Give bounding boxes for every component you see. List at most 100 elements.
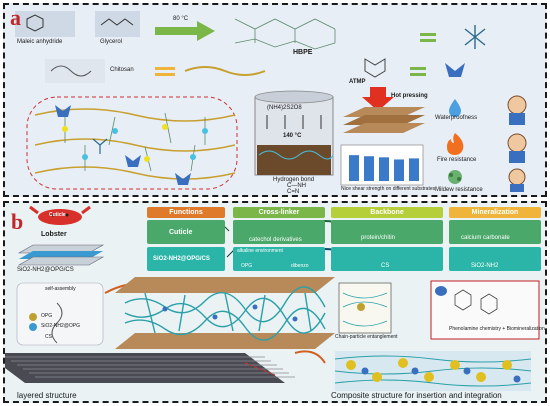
temp1-label: 80 °C bbox=[173, 16, 189, 22]
entanglement-particles bbox=[162, 304, 298, 322]
chain-particle-zoom bbox=[338, 282, 392, 334]
r2-alkaline-text: alkaline environment bbox=[237, 248, 283, 254]
hbpe-star-icon bbox=[464, 25, 486, 49]
chain-particle-fibers bbox=[342, 292, 388, 327]
network-atmp-icon-3 bbox=[175, 173, 191, 185]
shear-bar bbox=[379, 157, 389, 181]
network-nodes bbox=[62, 124, 208, 162]
phenolamine-zoom bbox=[430, 280, 540, 340]
equals2-bottom bbox=[155, 73, 175, 76]
imine-label: C=N bbox=[287, 189, 300, 195]
header-crosslinker: Cross-linker bbox=[233, 207, 325, 218]
r2-function-text: SiO2-NH2@OPG/CS bbox=[153, 256, 210, 262]
ammonium-label: (NH4)2S2O8 bbox=[267, 105, 302, 111]
phenolamine-ion bbox=[435, 286, 447, 296]
header-functions: Functions bbox=[147, 207, 225, 218]
chain-particle-dot bbox=[357, 303, 365, 311]
shear-bars bbox=[349, 155, 419, 181]
equals2-top bbox=[155, 67, 175, 70]
equals-bottom bbox=[420, 39, 436, 42]
cell-r1-backbone bbox=[331, 220, 443, 244]
panel-a-graphics bbox=[15, 11, 527, 192]
r2-mineral-text: SiO2-NH2 bbox=[471, 263, 499, 269]
amide-label: C—NH bbox=[287, 183, 306, 189]
wood-plate-middle bbox=[343, 115, 425, 125]
cell-r1-mineral bbox=[449, 220, 541, 244]
glycerol-chain bbox=[100, 18, 134, 26]
atmp-label: ATMP bbox=[349, 79, 366, 85]
composite-caption: Composite structure for insertion and in… bbox=[331, 391, 502, 400]
composite-label: SiO2-NH2@OPG/CS bbox=[17, 267, 74, 273]
header-backbone: Backbone bbox=[331, 207, 443, 218]
entanglement-fibers bbox=[124, 286, 326, 341]
header-mineralization: Mineralization bbox=[449, 207, 541, 218]
assembly-arrow bbox=[51, 302, 63, 344]
atmp-molecule bbox=[364, 58, 386, 78]
composite-spheres bbox=[334, 351, 532, 391]
cell-r2-backbone bbox=[331, 247, 443, 271]
mildew-label: Mildew resistance bbox=[435, 187, 483, 193]
beaker-content bbox=[257, 145, 331, 175]
phenolamine-label: Phenolamine chemistry + Biomineralizatio… bbox=[449, 326, 545, 332]
r1-crosslinker-text: catechol derivatives bbox=[249, 237, 302, 243]
wood-plate-bottom bbox=[343, 123, 425, 133]
phenolamine-structure bbox=[454, 289, 498, 315]
cs-label: CS bbox=[45, 334, 52, 340]
equals3-top bbox=[410, 67, 426, 70]
panel-b-label: b bbox=[11, 209, 24, 234]
wood-layer-top bbox=[115, 277, 335, 293]
r2-crosslinker-text: OPG bbox=[241, 263, 253, 269]
wood-plate-top bbox=[343, 107, 425, 117]
lobster-cuticle-label: Cuticle bbox=[49, 212, 66, 218]
r2-backbone-text: CS bbox=[381, 263, 390, 269]
opg-label: OPG bbox=[41, 313, 53, 319]
chitosan-label: Chitosan bbox=[110, 67, 134, 73]
chitosan-strand bbox=[184, 66, 266, 76]
layered-caption: layered structure bbox=[17, 391, 77, 400]
chain-particle-label: Chain-particle entanglement bbox=[335, 334, 398, 340]
glycerol-label: Glycerol bbox=[100, 39, 123, 45]
panel-a-label: a bbox=[10, 5, 21, 30]
r1-function-text: Cuticle bbox=[169, 229, 193, 236]
network-outline bbox=[26, 96, 238, 190]
r1-mineral-text: calcium carbonate bbox=[461, 235, 510, 241]
hot-press-arrow bbox=[362, 87, 394, 111]
mildew-icon bbox=[448, 170, 462, 184]
equals3-bottom bbox=[410, 73, 426, 76]
r1-backbone-text: protein/chitin bbox=[361, 235, 396, 241]
reaction-arrow bbox=[155, 21, 215, 41]
fire-icon bbox=[447, 133, 464, 155]
r2-dibenzo-text: dibenzo bbox=[291, 263, 309, 269]
cell-r1-crosslinker bbox=[233, 220, 325, 244]
network-hbpe-icon bbox=[92, 138, 108, 154]
hbpe-network bbox=[234, 18, 336, 50]
shear-bar bbox=[409, 158, 419, 181]
hot-pressing-label: Hot pressing bbox=[391, 93, 428, 99]
waterproof-icon bbox=[449, 99, 461, 117]
panel-b-graphics bbox=[5, 205, 540, 391]
lobster-label: Lobster bbox=[41, 231, 67, 238]
hbpe-label: HBPE bbox=[293, 49, 313, 56]
self-assembly-label: self-assembly bbox=[45, 286, 76, 292]
maleic-molecule bbox=[15, 11, 75, 37]
shear-caption: Nice shear strength on different substra… bbox=[341, 186, 436, 192]
beaker-strands bbox=[258, 150, 334, 160]
layered-structure bbox=[5, 353, 295, 383]
chitosan-chain bbox=[50, 65, 92, 77]
cell-r1-functions bbox=[147, 220, 225, 244]
shear-bar bbox=[349, 155, 359, 181]
shear-bar bbox=[394, 159, 404, 181]
shear-bar bbox=[364, 156, 374, 181]
maleic-ring bbox=[26, 14, 44, 32]
fire-label: Fire resistance bbox=[437, 157, 477, 163]
composite-sheet-bottom bbox=[17, 256, 105, 266]
beaker-top bbox=[254, 90, 334, 104]
network-atmp-icon-1 bbox=[55, 105, 71, 117]
temp2-label: 140 °C bbox=[283, 133, 302, 139]
lobster-icon bbox=[29, 205, 91, 225]
network-atmp-icon-2 bbox=[125, 155, 141, 167]
maleic-label: Maleic anhydride bbox=[17, 39, 63, 45]
insertion-arrow bbox=[294, 350, 326, 364]
chitosan-molecule bbox=[45, 59, 105, 83]
